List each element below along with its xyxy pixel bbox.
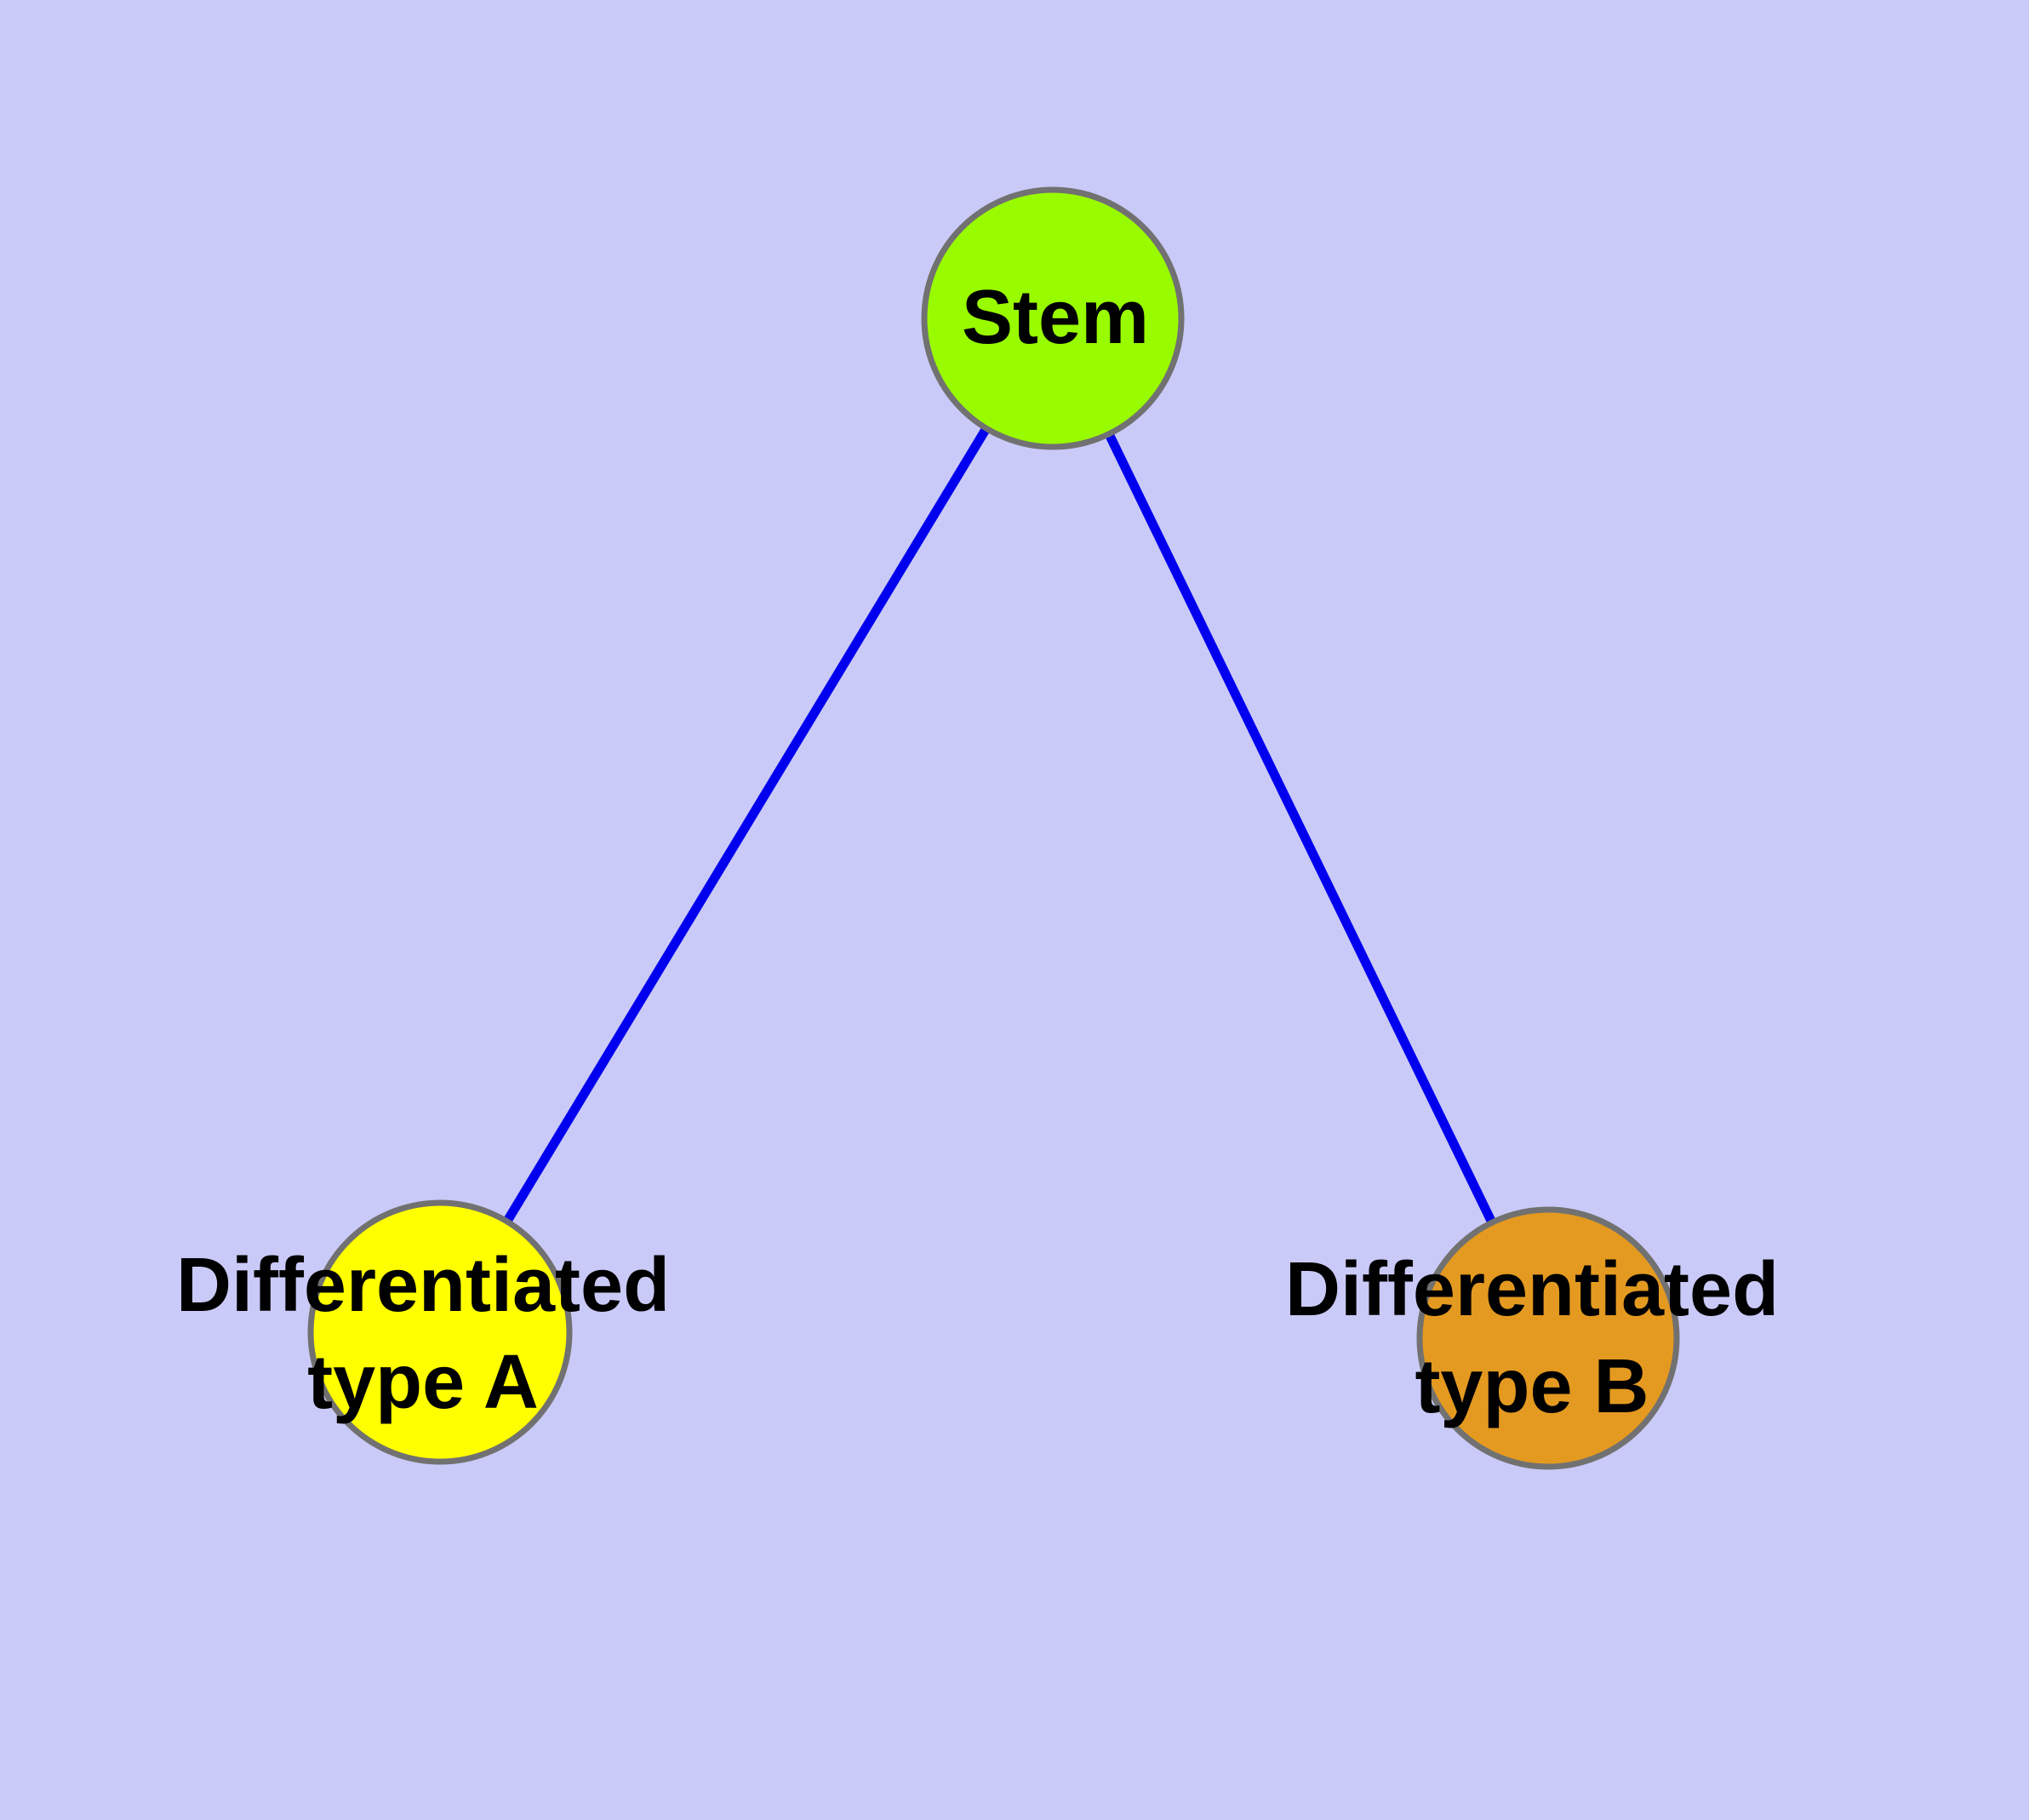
node-circle-type-a: [307, 1199, 573, 1465]
node-label-type-a-line1: Differentiated: [175, 1243, 671, 1328]
node-circle-stem: [921, 186, 1185, 450]
node-label-stem: Stem: [962, 269, 1149, 366]
node-label-type-a-line2: type A: [307, 1340, 539, 1425]
node-label-type-a: Differentiated type A: [176, 1237, 670, 1431]
edge-stem-to-type-a: [436, 316, 1057, 1335]
node-label-stem-text: Stem: [961, 275, 1150, 360]
edge-stem-to-type-b: [1049, 316, 1552, 1341]
node-label-type-b: Differentiated type B: [1285, 1241, 1779, 1435]
node-circle-type-b: [1416, 1206, 1680, 1470]
node-label-type-b-line1: Differentiated: [1284, 1247, 1780, 1332]
node-label-type-b-line2: type B: [1415, 1344, 1649, 1429]
